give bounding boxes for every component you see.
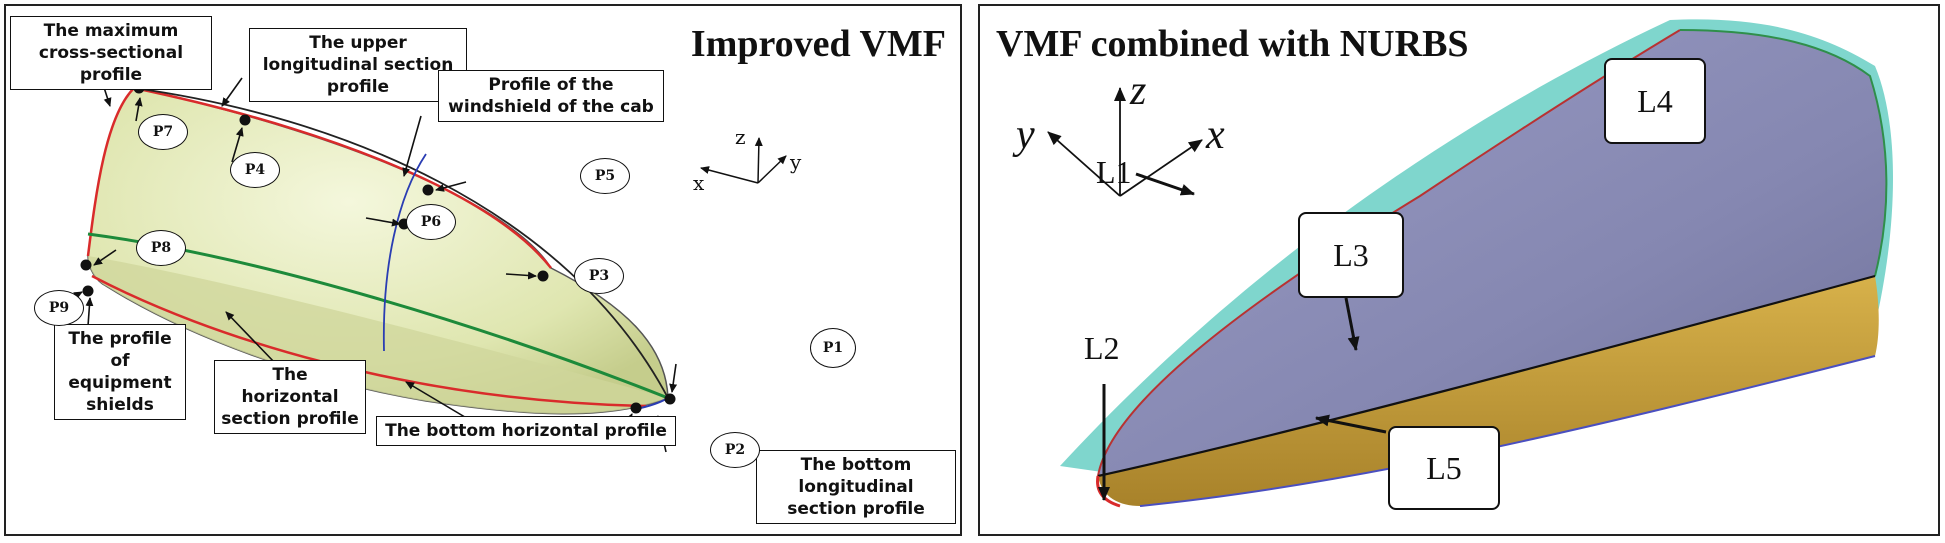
right-panel: VMF combined with NURBS z y x L1 L2 L4 L…: [978, 4, 1940, 536]
callout-upper-longitudinal: The upper longitudinal section profile: [249, 28, 467, 102]
label-p4: P4: [230, 152, 280, 188]
callout-horizontal-section: The horizontal section profile: [214, 360, 366, 434]
upper-longitudinal-curve: [133, 87, 669, 399]
label-p6: P6: [406, 204, 456, 240]
right-panel-title: VMF combined with NURBS: [996, 23, 1469, 65]
point-p9: [82, 285, 94, 297]
left-axes: [700, 137, 787, 184]
point-p3: [537, 270, 549, 282]
point-p5: [422, 184, 434, 196]
label-l5: L5: [1388, 426, 1500, 510]
callout-bottom-horizontal: The bottom horizontal profile: [376, 416, 676, 446]
label-l3: L3: [1298, 212, 1404, 298]
point-p2: [630, 402, 642, 414]
label-p2: P2: [710, 432, 760, 468]
point-p4: [239, 114, 251, 126]
curve-l4-edge: [1679, 29, 1888, 277]
point-p1: [664, 393, 676, 405]
label-l1: L1: [1096, 154, 1132, 190]
label-p3: P3: [574, 258, 624, 294]
right-axis-z-label: z: [1130, 68, 1147, 114]
left-panel-title: Improved VMF: [690, 23, 946, 65]
label-p1: P1: [810, 328, 856, 368]
max-cross-section-curve: [86, 87, 135, 257]
curve-l3: [1097, 274, 1876, 478]
left-axis-y-label: y: [790, 150, 802, 174]
point-p8: [80, 259, 92, 271]
left-panel: Improved VMF z y x The maximum cross-sec…: [4, 4, 962, 536]
upper-profile-curve: [133, 86, 552, 269]
right-axes: [1047, 87, 1203, 197]
left-axis-x-label: x: [693, 171, 705, 195]
callout-windshield: Profile of the windshield of the cab: [438, 70, 664, 122]
label-l4: L4: [1604, 58, 1706, 144]
callout-max-cross-section: The maximum cross-sectional profile: [10, 16, 212, 90]
right-leader-arrows: [1098, 172, 1387, 501]
left-axis-z-label: z: [735, 125, 746, 149]
equipment-shield-surface: [88, 256, 668, 414]
callout-equipment-shields: The profile of equipment shields: [54, 324, 186, 420]
label-p9: P9: [34, 290, 84, 326]
label-l2: L2: [1084, 330, 1120, 366]
right-axis-x-label: x: [1206, 112, 1225, 158]
label-p5: P5: [580, 158, 630, 194]
windshield-curve: [382, 153, 427, 352]
label-p7: P7: [138, 114, 188, 150]
lower-surface: [1098, 276, 1879, 506]
callout-bottom-longitudinal: The bottom longitudinal section profile: [756, 450, 956, 524]
right-axis-y-label: y: [1016, 112, 1035, 158]
label-p8: P8: [136, 230, 186, 266]
